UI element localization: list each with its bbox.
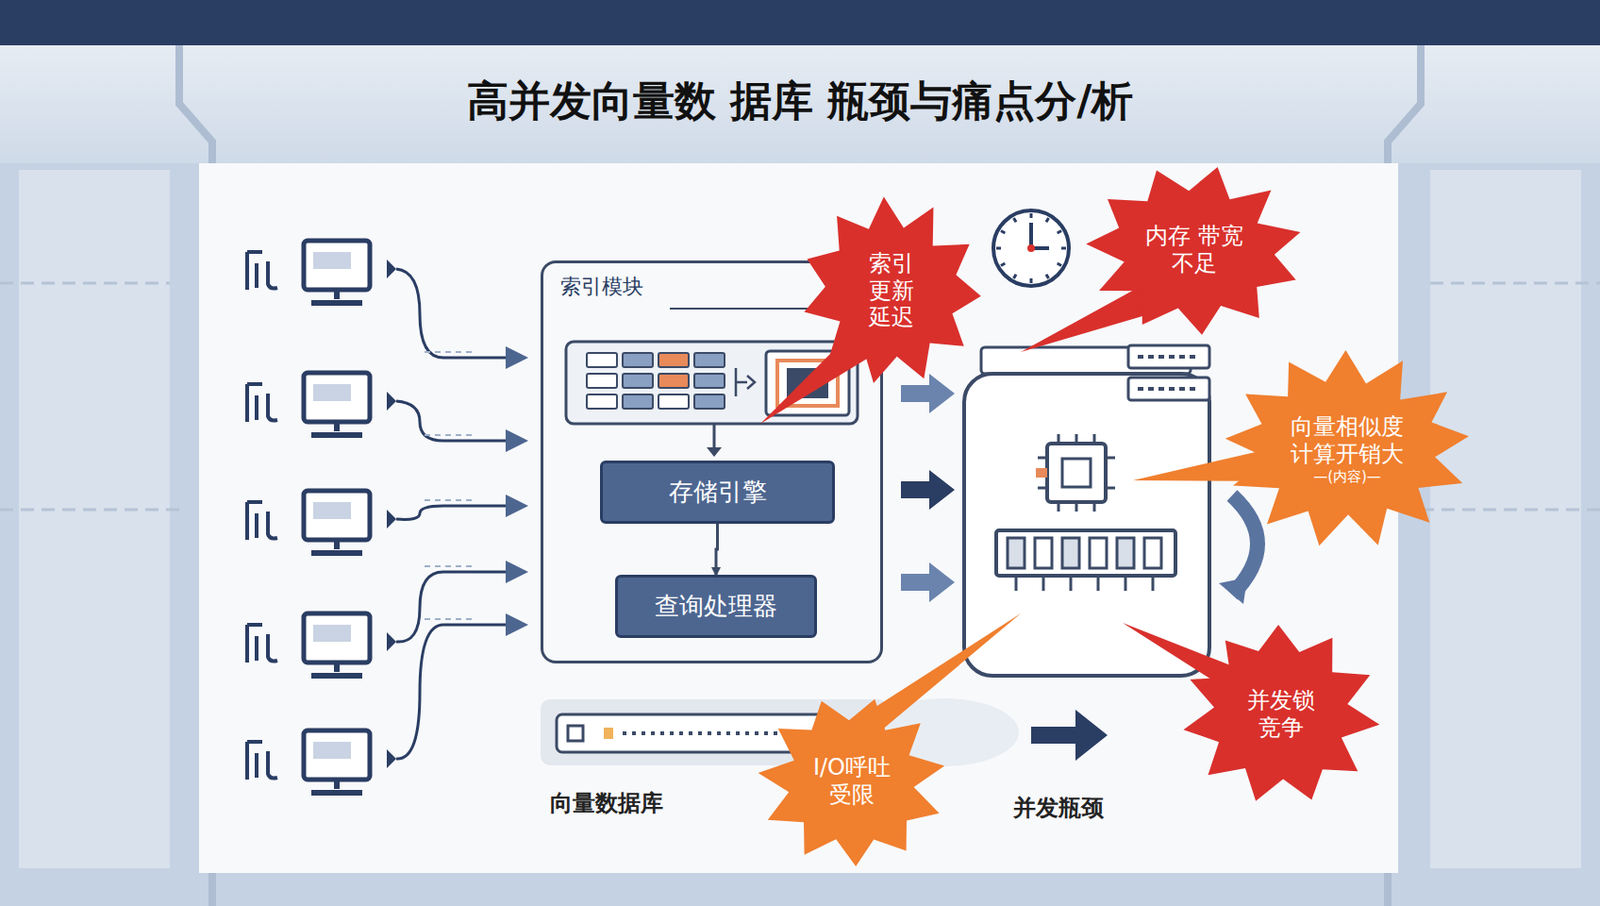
node-label: 索引 更新 延迟 (857, 250, 926, 332)
node-label: 内存 带宽不足 (1137, 222, 1251, 278)
starburst-callout: 索引 更新 延迟 (801, 196, 982, 385)
title: 高并发向量数 据库 瓶颈与痛点分/析 (0, 73, 1600, 130)
starburst-callout: I/O呼吐 受限 (757, 696, 947, 867)
annotation-label: 并发瓶颈 (1013, 792, 1104, 823)
client-icon (247, 560, 529, 676)
client-icon (247, 372, 529, 452)
node-label: 索引模块 (556, 272, 648, 301)
node-label: 向量相似度 计算开销大 (1286, 413, 1407, 468)
node-label: 查询处理器 (654, 589, 778, 623)
flow-arrow (716, 523, 718, 575)
module-group: 索引模块存储引擎查询处理器 (540, 260, 884, 664)
node-label: 并发锁 竞争 (1240, 686, 1322, 742)
starburst-callout: 并发锁 竞争 (1182, 624, 1381, 804)
node-label: 存储引擎 (668, 475, 767, 509)
node-label: I/O呼吐 受限 (800, 753, 904, 809)
starburst-callout: 向量相似度 计算开销大—(内容)— (1224, 350, 1470, 549)
client-icon (247, 490, 529, 553)
node-label: 向量数据库 (550, 787, 664, 818)
process-box: 查询处理器 (615, 574, 817, 638)
client-icon (247, 613, 529, 793)
starburst-callout: 内存 带宽不足 (1085, 165, 1303, 335)
client-icon (247, 240, 529, 369)
node-note: —(内容)— (1313, 467, 1382, 485)
process-box: 存储引擎 (600, 460, 835, 524)
